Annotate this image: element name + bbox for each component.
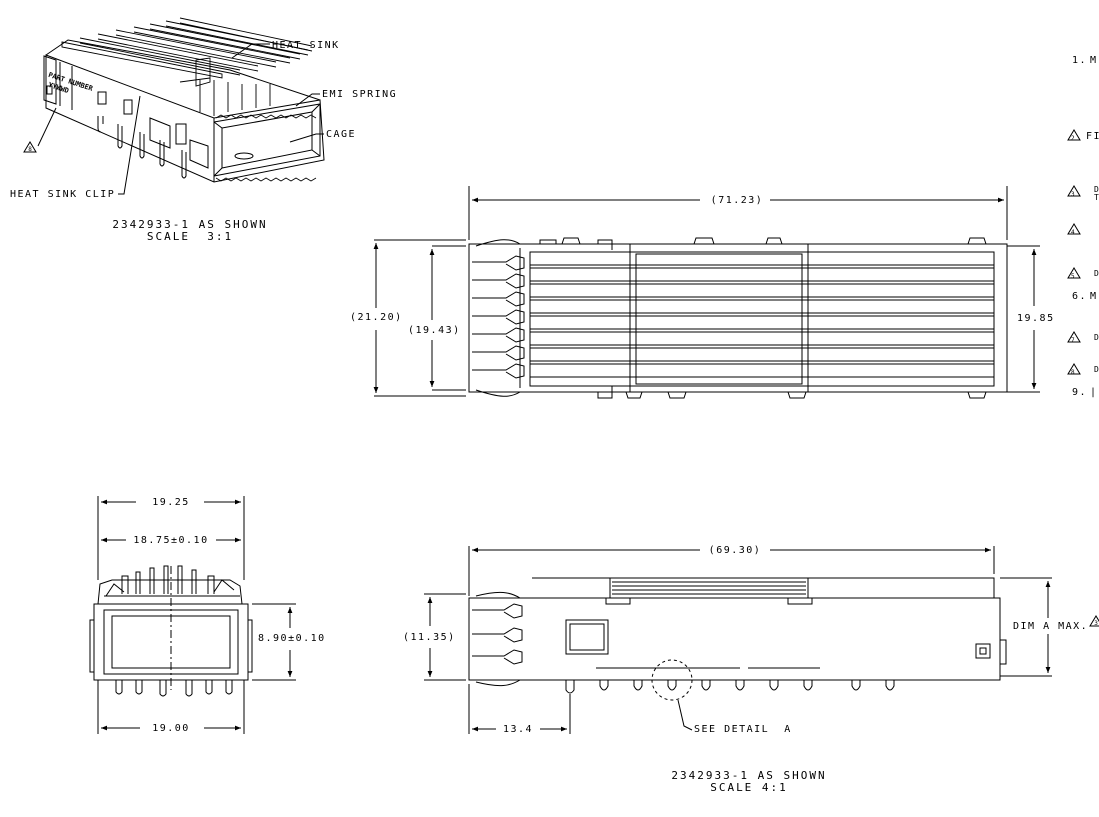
top-fins <box>530 264 994 378</box>
end-bottom-width-dim: 19.00 <box>152 723 190 734</box>
note-6-number: 6. <box>1072 291 1088 302</box>
iso-pins <box>97 116 187 179</box>
emi-spring-callout: EMI SPRING <box>322 89 398 100</box>
note-4-flag: 4 <box>1071 229 1075 236</box>
side-pin-offset-dim: 13.4 <box>502 724 534 735</box>
note-flag-label: 8 <box>28 146 32 153</box>
top-right-height-dim: 19.85 <box>1017 313 1055 324</box>
note-7-flag: 7 <box>1071 337 1075 344</box>
note-3-text: D <box>1094 185 1099 194</box>
end-fins <box>105 565 235 597</box>
heat-sink-callout: HEAT SINK <box>272 40 340 51</box>
top-inner-height-dim: (19.43) <box>408 325 461 336</box>
note-9-number: 9. <box>1072 387 1088 398</box>
side-length-dim: (69.30) <box>708 545 762 556</box>
note-1-number: 1. <box>1072 55 1088 66</box>
note-1-text: M <box>1090 55 1098 66</box>
top-view-drawing <box>373 186 1040 399</box>
note-9-text: | <box>1090 387 1098 398</box>
cage-callout: CAGE <box>326 129 357 140</box>
side-caption-part: 2342933-1 AS SHOWN <box>671 769 827 782</box>
side-caption-scale: SCALE 4:1 <box>710 781 788 794</box>
note-5-flag: 5 <box>1071 273 1075 280</box>
end-inner-width-dim: 18.75±0.10 <box>133 535 209 546</box>
note-3-flag: 3 <box>1071 191 1075 198</box>
iso-caption-part: 2342933-1 AS SHOWN <box>112 218 268 231</box>
notes-flags <box>23 129 1099 627</box>
heat-sink-fins <box>61 17 313 116</box>
side-pins <box>565 680 895 694</box>
side-height-dim: (11.35) <box>403 632 456 643</box>
see-detail-label: SEE DETAIL A <box>694 724 792 735</box>
note-8-flag: 8 <box>1071 369 1075 376</box>
dim-a-label: DIM A MAX. <box>1013 621 1089 632</box>
note-8-text: D <box>1094 365 1099 374</box>
note-2-text: FI <box>1086 131 1099 142</box>
heat-sink-clip-callout: HEAT SINK CLIP <box>10 189 116 200</box>
iso-view-drawing <box>37 17 325 195</box>
top-contacts <box>472 255 525 379</box>
note-6-text: M <box>1090 291 1098 302</box>
side-view-drawing <box>424 546 1052 734</box>
top-outer-height-dim: (21.20) <box>350 312 403 323</box>
note-2-flag: 2 <box>1071 135 1075 142</box>
dim-a-note-flag: 3 <box>1094 620 1098 627</box>
end-view-drawing <box>89 496 296 734</box>
note-7-text: D <box>1094 333 1099 342</box>
end-height-dim: 8.90±0.10 <box>258 633 326 644</box>
iso-caption-scale: SCALE 3:1 <box>146 230 234 243</box>
note-3-text-line2: T <box>1094 193 1099 202</box>
top-length-dim: (71.23) <box>710 195 764 206</box>
note-5-text: D <box>1094 269 1099 278</box>
end-top-width-dim: 19.25 <box>152 497 190 508</box>
